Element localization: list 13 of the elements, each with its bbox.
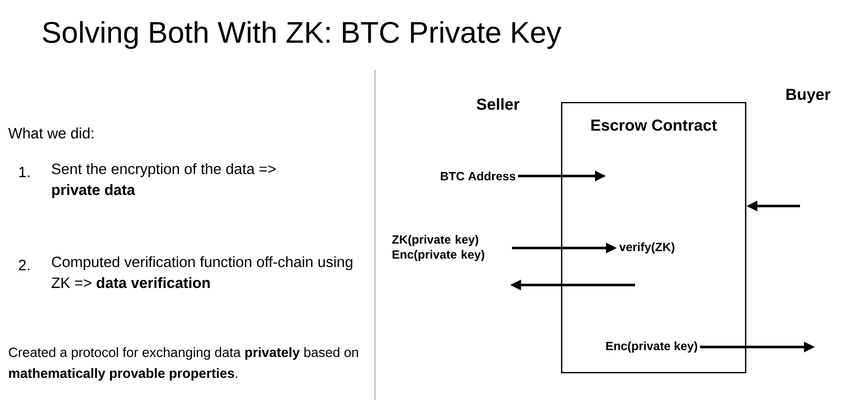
intro-text: What we did: — [8, 128, 94, 138]
summary-text: Created a protocol for exchanging data privately based on mathematically provable properties. — [8, 347, 358, 381]
step-label: ZK(private key) Enc(private key) — [392, 234, 484, 262]
role-heading: Seller — [476, 98, 520, 110]
step-label: Enc(private key) — [606, 341, 698, 353]
list-item: Sent the encryption of the data => private data — [52, 163, 276, 198]
role-heading: Buyer — [786, 88, 830, 104]
list-number: 1. — [19, 166, 30, 178]
step-label: verify(ZK) — [619, 242, 674, 254]
list-item: Computed verification function off-chain using ZK => data verification — [52, 256, 352, 288]
list-number: 2. — [18, 260, 30, 270]
title: Solving Both With ZK: BTC Private Key — [42, 21, 562, 49]
step-label: BTC Address — [440, 172, 516, 180]
